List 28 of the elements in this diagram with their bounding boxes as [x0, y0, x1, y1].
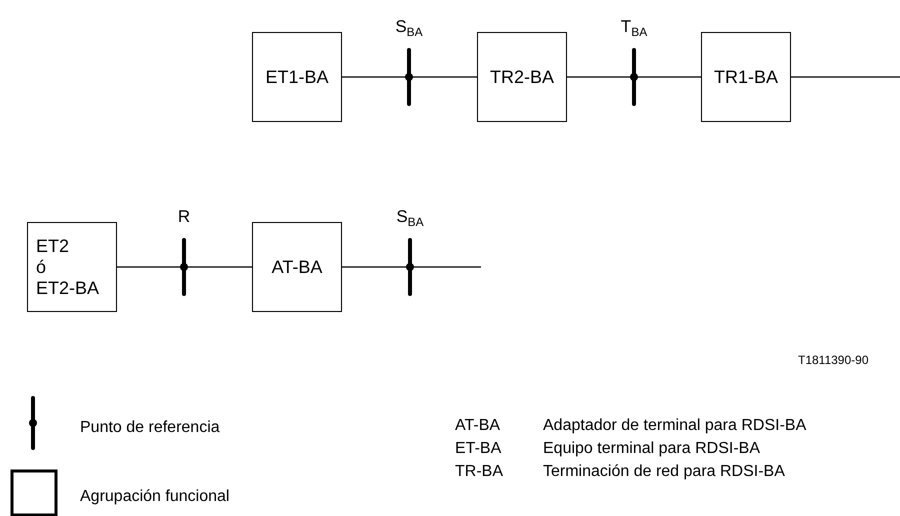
reference-point-label: S$_{BA}$: [395, 17, 423, 37]
abbreviation-definition: Adaptador de terminal para RDSI-BA: [543, 416, 806, 436]
functional-group-box: [27, 222, 117, 312]
reference-point-label: T$_{BA}$: [620, 17, 648, 37]
figure-number: T1811390-90: [798, 352, 868, 369]
box-label: TR1-BA: [714, 66, 778, 88]
abbreviation-definition: Equipo terminal para RDSI-BA: [543, 439, 760, 459]
functional-group-box: [252, 32, 342, 122]
reference-point-label: S$_{BA}$: [396, 207, 424, 227]
box-label: TR2-BA: [490, 66, 554, 88]
box-label: AT-BA: [272, 256, 322, 278]
abbreviation-definition: Terminación de red para RDSI-BA: [543, 462, 785, 482]
abbreviation: AT-BA: [455, 416, 500, 436]
connection-line: [117, 266, 252, 268]
connection-line: [342, 76, 477, 78]
functional-group-box: [252, 222, 342, 312]
connection-line: [791, 76, 900, 78]
functional-group-box: [701, 32, 791, 122]
functional-group-box: [477, 32, 567, 122]
reference-point-label: R: [178, 207, 190, 227]
box-label: ET1-BA: [265, 66, 329, 88]
abbreviation: ET-BA: [455, 439, 502, 459]
abbreviation: TR-BA: [455, 462, 503, 482]
box-label: ET2 ó ET2-BA: [36, 236, 100, 298]
legend-label: Agrupación funcional: [80, 487, 230, 507]
legend-label: Punto de referencia: [80, 418, 220, 438]
connection-line: [342, 266, 481, 268]
connection-line: [567, 76, 701, 78]
